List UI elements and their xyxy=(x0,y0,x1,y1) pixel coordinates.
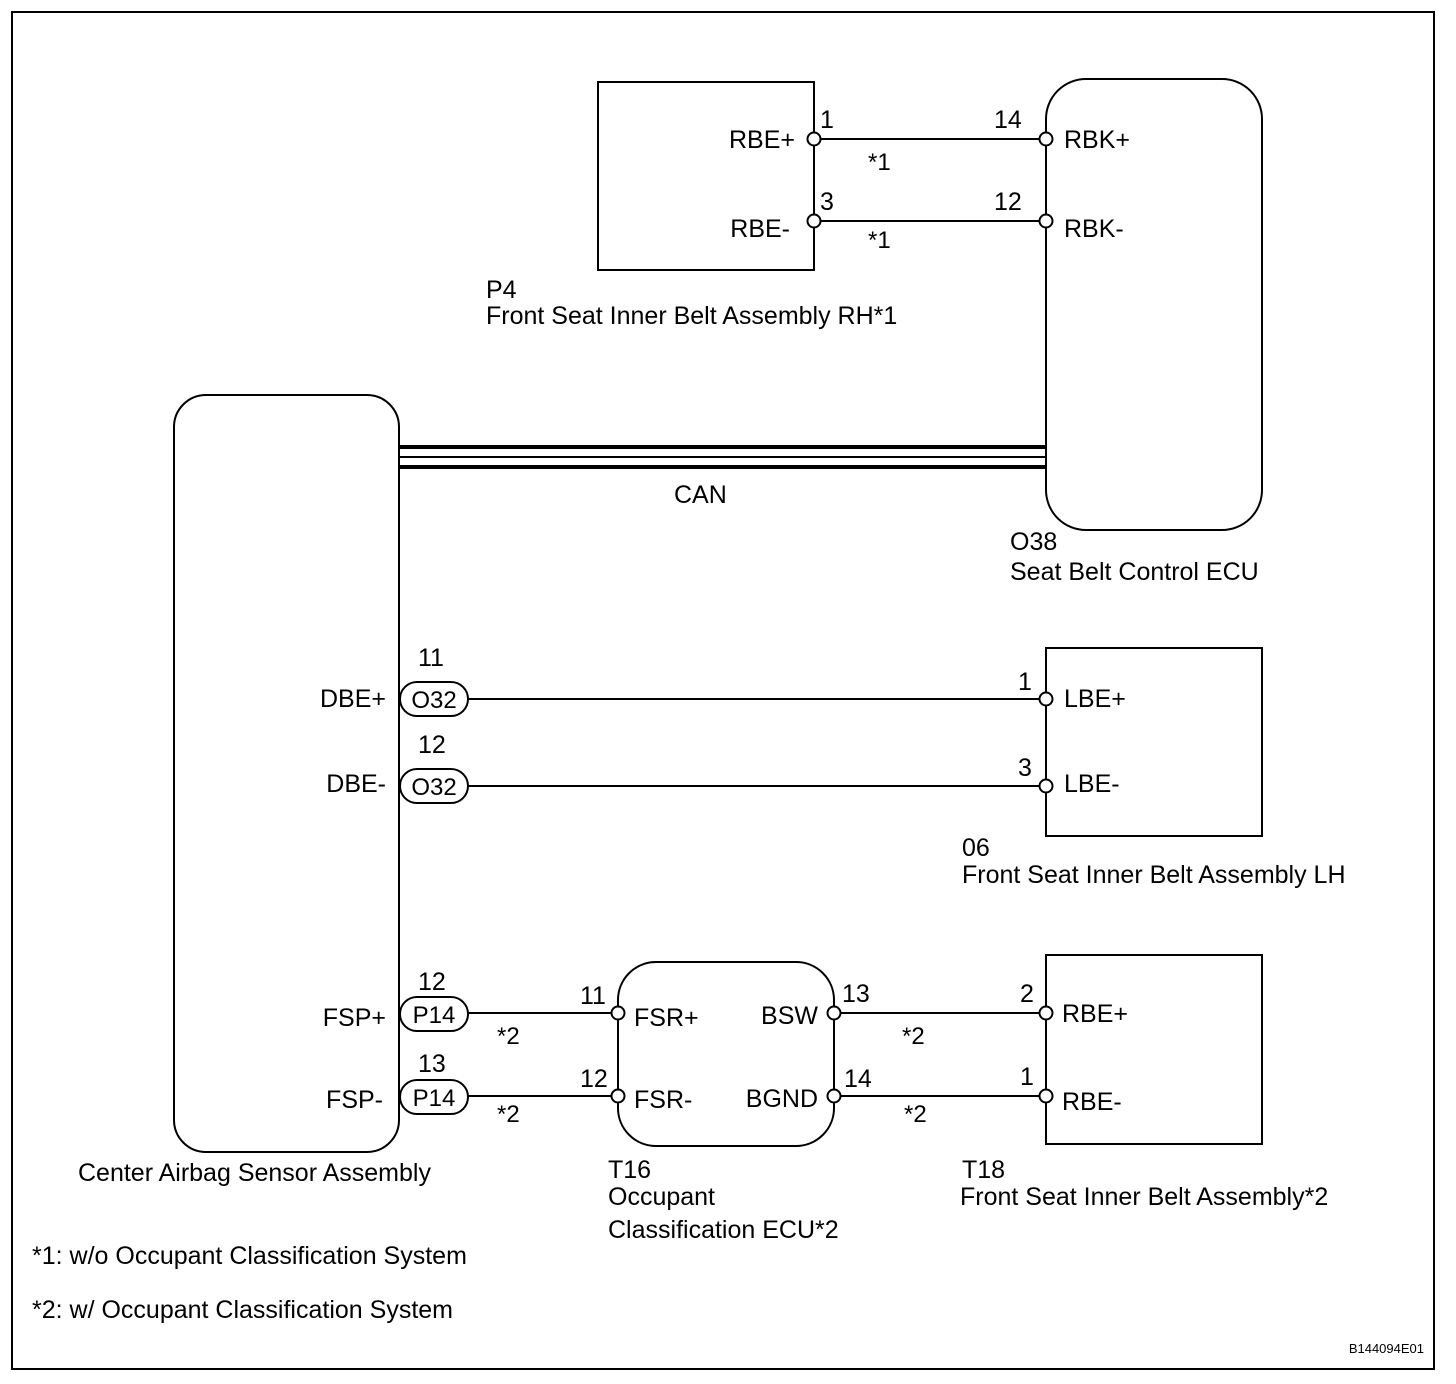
pin-number-bgnd: 14 xyxy=(844,1065,872,1093)
rh-pin-label-rbe-plus: RBE+ xyxy=(729,126,795,154)
terminal-rh-1 xyxy=(806,131,822,147)
lh-pin-label-lbe-minus: LBE- xyxy=(1064,770,1120,798)
occupant-classification-ecu: FSR+ FSR- BSW BGND T16 Occupant Classifi… xyxy=(608,961,839,1244)
terminal-ecu-12 xyxy=(1038,213,1054,229)
ecu-pin-label-rbk-plus: RBK+ xyxy=(1064,126,1130,154)
rh-belt-box xyxy=(597,81,815,271)
wire-note-fsp-plus: *2 xyxy=(497,1023,520,1050)
airbag-pin-label-fsp-plus: FSP+ xyxy=(323,1004,386,1032)
connector-dbe-minus xyxy=(399,768,469,804)
ecu-pin-label-rbk-minus: RBK- xyxy=(1064,215,1124,243)
airbag-pin-label-fsp-minus: FSP- xyxy=(326,1086,383,1114)
legend-note-2: *2: w/ Occupant Classification System xyxy=(32,1296,453,1324)
terminal-t18-2 xyxy=(1038,1005,1054,1021)
connector-fsp-minus xyxy=(399,1079,469,1115)
seatbelt-ecu-name: Seat Belt Control ECU xyxy=(1010,558,1259,586)
terminal-ecu-14 xyxy=(1038,131,1054,147)
can-label: CAN xyxy=(674,481,727,509)
lh-belt-assembly: LBE+ LBE- 06 Front Seat Inner Belt Assem… xyxy=(962,647,1346,889)
occupant-pin-label-fsr-minus: FSR- xyxy=(634,1086,692,1114)
lh-pin-label-lbe-plus: LBE+ xyxy=(1064,685,1126,713)
pin-number-rh-3: 3 xyxy=(820,188,834,216)
pin-number-fsr-minus: 12 xyxy=(580,1065,608,1093)
pin-number-lbe-plus: 1 xyxy=(1018,668,1032,696)
rh-belt-code: P4 xyxy=(486,276,517,304)
pin-number-t18-rbe-minus: 1 xyxy=(1020,1063,1034,1091)
occupant-ecu-box xyxy=(617,961,835,1147)
figure-id: B144094E01 xyxy=(1349,1341,1424,1356)
wire-note-fsp-minus: *2 xyxy=(497,1101,520,1128)
terminal-bsw xyxy=(826,1005,842,1021)
t18-belt-box xyxy=(1045,954,1263,1145)
seatbelt-ecu-code: O38 xyxy=(1010,528,1057,556)
airbag-sensor-box xyxy=(173,394,400,1153)
occupant-pin-label-bsw: BSW xyxy=(761,1002,818,1030)
terminal-fsr-plus xyxy=(610,1005,626,1021)
connector-label-dbe-plus: O32 xyxy=(411,687,456,714)
t18-belt-name: Front Seat Inner Belt Assembly*2 xyxy=(960,1183,1328,1211)
pin-number-dbe-minus: 12 xyxy=(418,731,446,759)
occupant-pin-label-bgnd: BGND xyxy=(746,1085,818,1113)
rh-belt-assembly: RBE+ RBE- P4 Front Seat Inner Belt Assem… xyxy=(486,81,897,330)
terminal-lh-1 xyxy=(1038,691,1054,707)
connector-dbe-plus xyxy=(399,681,469,717)
terminal-lh-3 xyxy=(1038,778,1054,794)
pin-number-dbe-plus: 11 xyxy=(418,644,444,672)
occupant-ecu-name-line1: Occupant xyxy=(608,1183,715,1211)
lh-belt-name: Front Seat Inner Belt Assembly LH xyxy=(962,861,1346,889)
connector-label-fsp-minus: P14 xyxy=(413,1085,456,1112)
occupant-pin-label-fsr-plus: FSR+ xyxy=(634,1004,699,1032)
airbag-pin-label-dbe-plus: DBE+ xyxy=(320,685,386,713)
pin-number-ecu-14: 14 xyxy=(994,106,1022,134)
occupant-ecu-code: T16 xyxy=(608,1156,651,1184)
lh-belt-box xyxy=(1045,647,1263,837)
wire-note-rbe-minus: *1 xyxy=(868,227,891,254)
t18-belt-code: T18 xyxy=(962,1156,1005,1184)
occupant-ecu-name-line2: Classification ECU*2 xyxy=(608,1216,839,1244)
pin-number-ecu-12: 12 xyxy=(994,188,1022,216)
airbag-pin-label-dbe-minus: DBE- xyxy=(326,770,386,798)
terminal-rh-3 xyxy=(806,213,822,229)
seatbelt-control-ecu: RBK+ RBK- O38 Seat Belt Control ECU xyxy=(1010,78,1263,586)
terminal-fsr-minus xyxy=(610,1088,626,1104)
terminal-bgnd xyxy=(826,1088,842,1104)
rh-pin-label-rbe-minus: RBE- xyxy=(730,215,790,243)
pin-number-lbe-minus: 3 xyxy=(1018,754,1032,782)
connector-label-dbe-minus: O32 xyxy=(411,774,456,801)
rh-belt-name: Front Seat Inner Belt Assembly RH*1 xyxy=(486,302,897,330)
pin-number-fsp-minus: 13 xyxy=(418,1050,446,1078)
pin-number-bsw: 13 xyxy=(842,980,870,1008)
pin-number-t18-rbe-plus: 2 xyxy=(1020,980,1034,1008)
t18-pin-label-rbe-minus: RBE- xyxy=(1062,1088,1122,1116)
t18-belt-assembly: RBE+ RBE- T18 Front Seat Inner Belt Asse… xyxy=(960,954,1328,1211)
pin-number-fsp-plus: 12 xyxy=(418,968,446,996)
seatbelt-ecu-box xyxy=(1045,78,1263,531)
legend-note-1: *1: w/o Occupant Classification System xyxy=(32,1242,467,1270)
connector-label-fsp-plus: P14 xyxy=(413,1002,456,1029)
airbag-sensor-name: Center Airbag Sensor Assembly xyxy=(78,1159,431,1187)
can-bus: CAN xyxy=(399,445,1046,509)
wire-note-bsw: *2 xyxy=(902,1023,925,1050)
center-airbag-sensor: DBE+ DBE- FSP+ FSP- Center Airbag Sensor… xyxy=(78,394,431,1187)
t18-pin-label-rbe-plus: RBE+ xyxy=(1062,1000,1128,1028)
terminal-t18-1 xyxy=(1038,1088,1054,1104)
diagram-frame xyxy=(11,11,1435,1370)
connector-fsp-plus xyxy=(399,996,469,1032)
wire-note-bgnd: *2 xyxy=(904,1101,927,1128)
pin-number-fsr-plus: 11 xyxy=(580,982,606,1010)
pin-number-rh-1: 1 xyxy=(820,106,834,134)
wire-note-rbe-plus: *1 xyxy=(868,149,891,176)
lh-belt-code: 06 xyxy=(962,834,990,862)
